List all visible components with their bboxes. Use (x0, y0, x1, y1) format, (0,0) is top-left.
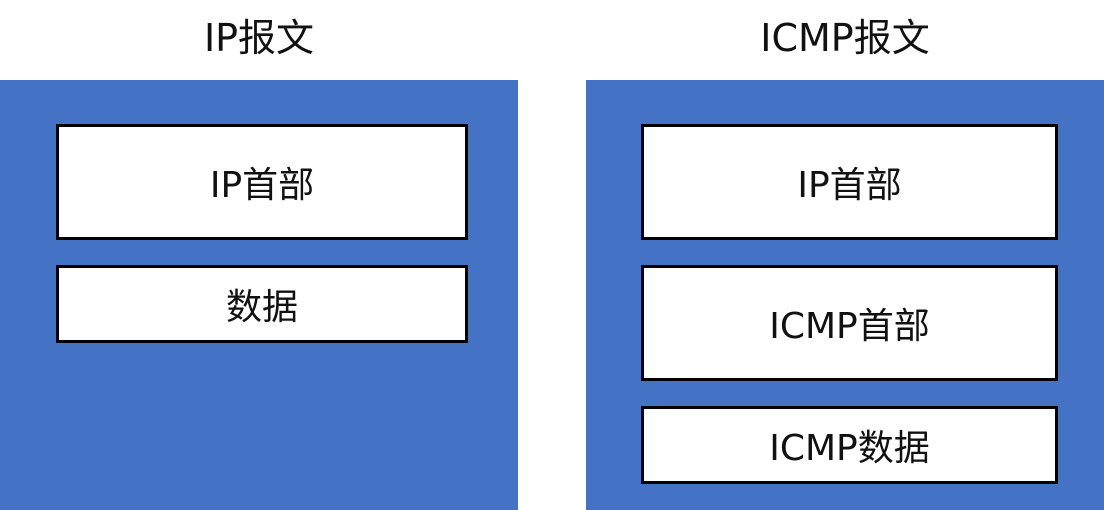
icmp-packet-ip-header-field: IP首部 (641, 124, 1058, 240)
icmp-packet-title: ICMP报文 (760, 16, 930, 60)
icmp-packet-box: IP首部 ICMP首部 ICMP数据 (586, 80, 1104, 510)
icmp-packet-icmp-header-field: ICMP首部 (641, 265, 1058, 381)
icmp-packet-icmp-data-field: ICMP数据 (641, 406, 1058, 484)
ip-packet-title: IP报文 (203, 16, 315, 60)
ip-packet-box: IP首部 数据 (0, 80, 518, 510)
ip-packet-ip-header-field: IP首部 (56, 124, 468, 240)
ip-packet-data-field: 数据 (56, 265, 468, 343)
